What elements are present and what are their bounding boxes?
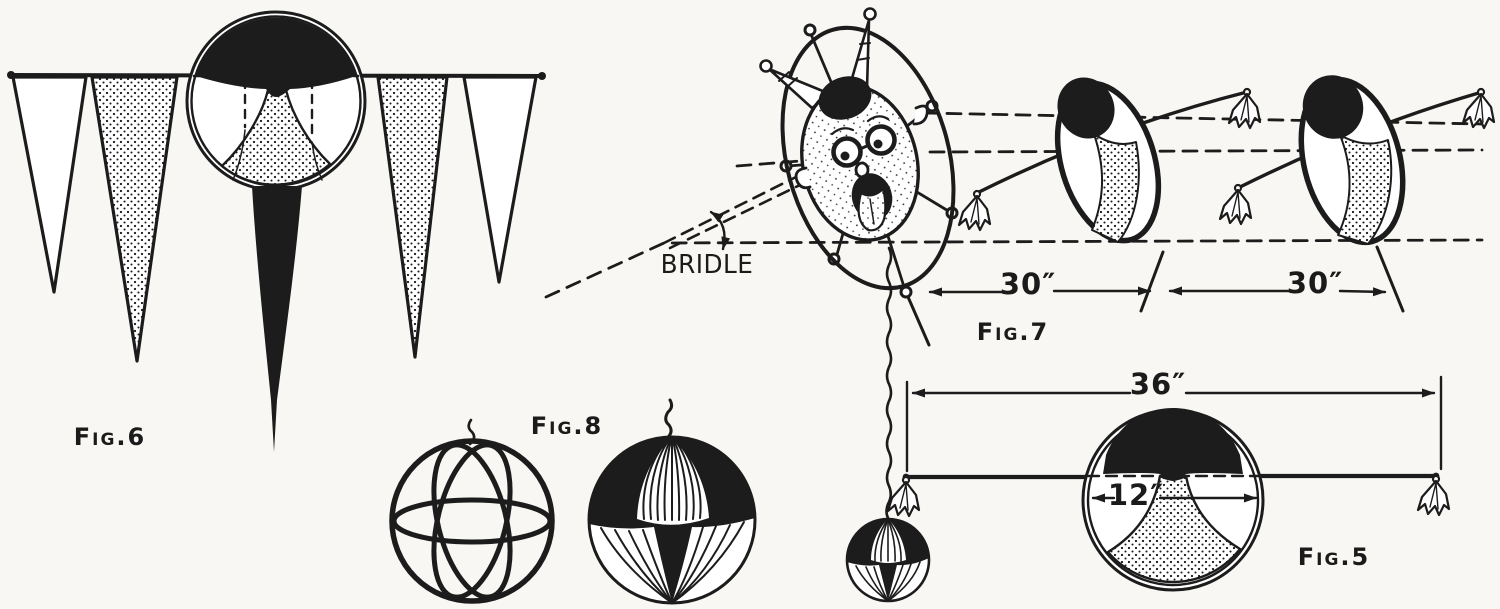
- dim36-extension-lines: [905, 375, 1443, 473]
- jester-horns: [759, 7, 877, 110]
- dim-tick-middle: [1139, 250, 1165, 313]
- tassel-fig5-left: [886, 475, 921, 518]
- clown-glasses: [831, 124, 897, 168]
- middle-hoop-kite: [1054, 77, 1162, 244]
- fig5-label: Fig.5: [1297, 543, 1371, 571]
- wireframe-sphere: [389, 418, 555, 604]
- bridle-legs-dashed: [662, 174, 804, 250]
- fig6-tail-spike: [252, 186, 302, 452]
- fig6-label: Fig.6: [73, 423, 147, 451]
- fig5-stick: [902, 473, 1440, 480]
- middle-hoop-dark-cap: [1057, 77, 1115, 139]
- fig5-hoop-kite-front: [886, 375, 1451, 592]
- dim-36-label: 36″: [1129, 367, 1187, 401]
- tail-ball: [845, 517, 931, 603]
- dim30b-right-arrow: [1338, 287, 1387, 297]
- fig6-pennant-kite: [7, 10, 546, 452]
- pennant-white-1: [11, 75, 88, 294]
- right-hoop-stipple: [1337, 134, 1393, 245]
- dim-30-left-label: 30″: [999, 267, 1057, 301]
- pennant-stippled-1: [90, 75, 179, 363]
- fig7-label: Fig.7: [976, 318, 1050, 346]
- fig8-ball-kites: [389, 398, 757, 605]
- clown-ears: [794, 104, 929, 190]
- pennant-stippled-2: [376, 75, 449, 359]
- dim-tick-right: [1375, 245, 1405, 313]
- fig5-dark-cap: [1103, 408, 1243, 481]
- fig6-dark-cap: [196, 17, 356, 98]
- clown-hat-dark-patch: [818, 76, 872, 120]
- fig8-label: Fig.8: [530, 412, 604, 440]
- tassel-fig5-right: [1416, 474, 1451, 517]
- dim-12-label: 12″: [1107, 478, 1165, 512]
- tassel-middle-stick-low: [957, 189, 992, 232]
- right-hoop-kite: [1298, 75, 1406, 246]
- middle-hoop-stipple: [1091, 133, 1140, 243]
- bridle-label: BRIDLE: [660, 250, 754, 280]
- clown-face-kite: [759, 7, 959, 347]
- fig7-hoop-kite-train: [544, 7, 1496, 603]
- bridle-angle-arc: [709, 210, 731, 251]
- tail-string: [885, 246, 893, 520]
- fig7-dimensions: [928, 245, 1405, 313]
- covered-sphere: [587, 398, 757, 605]
- tassel-right-stick-low: [1218, 183, 1253, 226]
- right-hoop-dark-cap: [1302, 75, 1364, 139]
- clown-eyebrows: [830, 115, 890, 136]
- pennant-white-2: [462, 75, 538, 284]
- fig6-dashed-fold-lines: [243, 78, 314, 141]
- dim-30-right-label: 30″: [1286, 266, 1344, 300]
- kite-outer-hoop: [780, 25, 956, 291]
